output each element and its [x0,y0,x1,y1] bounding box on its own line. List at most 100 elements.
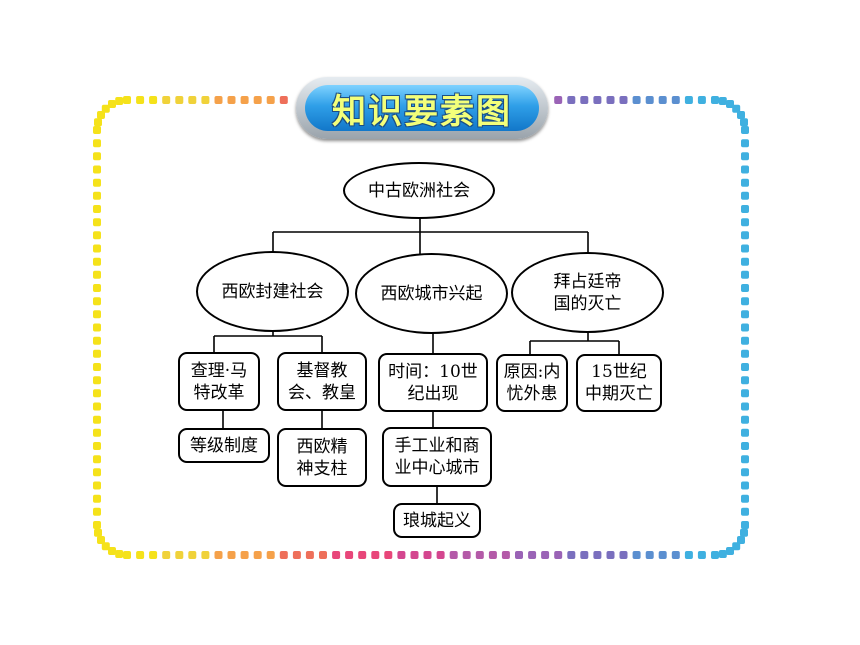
frame-dot [115,97,124,105]
frame-dot [711,551,719,559]
frame-dot [93,455,101,464]
frame-dot [741,310,749,319]
frame-dot [240,551,249,559]
frame-dot [580,96,589,104]
frame-dot [741,494,749,503]
frame-dot [488,551,497,559]
frame-dot [741,428,749,437]
frame-dot [371,551,380,559]
frame-dot [279,551,288,559]
frame-dot [741,231,749,240]
frame-dot [684,96,693,104]
frame-dot [93,178,101,187]
frame-dot [515,551,523,559]
frame-dot [123,551,131,559]
frame-dot [345,551,354,559]
frame-dot [266,551,275,559]
node-cause: 原因:内 忧外患 [496,354,568,412]
frame-dot [188,551,197,559]
frame-dot [93,270,101,279]
frame-dot [741,165,749,174]
frame-dot [93,257,101,266]
node-laon-uprising: 琅城起义 [393,503,481,538]
frame-dot [449,551,458,559]
frame-dot [501,551,510,559]
frame-dot [671,551,680,559]
frame-dot [93,428,101,437]
frame-dot [741,507,749,516]
frame-dot [528,551,537,559]
frame-dot [93,218,101,227]
frame-dot [175,96,184,104]
frame-dot [737,536,745,544]
frame-dot [741,297,749,306]
frame-dot [93,152,101,161]
node-charles-reform: 查理·马 特改革 [178,352,260,411]
frame-dot [741,205,749,213]
frame-dot [619,96,628,104]
node-hierarchy-label: 等级制度 [190,435,258,456]
frame-dot [279,96,288,104]
diagram-title: 知识要素图 [332,91,512,132]
frame-dot [93,468,101,477]
frame-dot [240,96,249,104]
frame-dot [188,96,197,104]
frame-dot [671,96,680,104]
frame-dot [108,100,116,108]
frame-dot [741,270,749,279]
node-city-time-label: 时间：10世 纪出现 [388,361,478,404]
frame-dot [593,551,602,559]
frame-dot [567,96,576,104]
frame-dot [475,551,484,559]
frame-dot [741,521,749,529]
frame-dot [93,323,101,332]
frame-dot [93,349,101,358]
node-charles-reform-label: 查理·马 特改革 [190,360,248,403]
frame-dot [93,126,101,134]
frame-dot [606,551,615,559]
frame-dot [741,455,749,464]
node-church-pope: 基督教 会、教皇 [277,352,367,411]
frame-dot [136,551,145,559]
frame-dot [741,376,749,385]
frame-dot [93,297,101,306]
frame-dot [93,310,101,319]
frame-dot [697,551,706,559]
frame-dot [201,551,210,559]
frame-dot [741,349,749,358]
frame-dot [97,536,105,544]
frame-dot [658,96,667,104]
frame-dot [253,551,262,559]
frame-dot [741,139,749,148]
frame-dot [93,205,101,213]
frame-dot [554,96,563,104]
frame-dot [97,111,105,119]
frame-dot [741,323,749,332]
frame-dot [93,336,101,345]
frame-dot [94,118,102,127]
frame-dot [115,550,124,558]
frame-dot [266,96,275,104]
frame-dot [397,551,406,559]
frame-dot [726,547,734,555]
node-church-pope-label: 基督教 会、教皇 [288,360,356,403]
frame-dot [93,191,101,200]
frame-dot [741,402,749,411]
node-root-label: 中古欧洲社会 [368,180,470,201]
frame-dot [93,442,101,450]
frame-dot [162,551,171,559]
frame-dot [741,389,749,398]
node-trade-centers: 手工业和商 业中心城市 [382,427,492,487]
frame-dot [741,415,749,424]
frame-dot [93,494,101,503]
frame-dot [93,402,101,411]
frame-dot [737,111,745,119]
frame-dot [227,551,236,559]
frame-dot [462,551,471,559]
frame-dot [741,244,749,253]
frame-dot [319,551,327,559]
frame-dot [580,551,589,559]
title-banner-inner: 知识要素图 [305,85,539,132]
frame-dot [741,468,749,477]
